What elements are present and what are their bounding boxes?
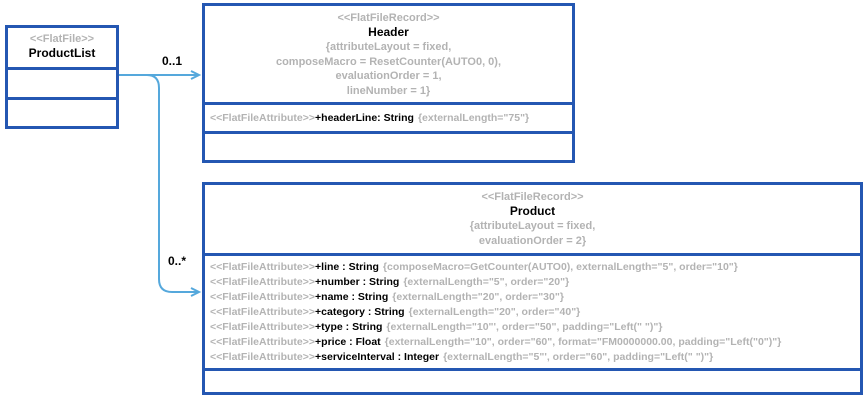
product-property-line: evaluationOrder = 2} <box>478 234 587 247</box>
product-operations-compartment-empty <box>205 368 860 389</box>
attribute-stereotype: <<FlatFileAttribute>> <box>210 351 316 363</box>
attribute-stereotype: <<FlatFileAttribute>> <box>210 336 316 348</box>
attribute-stereotype: <<FlatFileAttribute>> <box>210 291 316 303</box>
product-attributes-compartment: <<FlatFileAttribute>>+line : String{comp… <box>205 253 860 368</box>
header-operations-compartment-empty <box>205 131 572 157</box>
product-stereotype: <<FlatFileRecord>> <box>481 191 584 203</box>
productlist-name: ProductList <box>28 46 96 60</box>
header-property-line: {attributeLayout = fixed, <box>325 41 452 53</box>
productlist-attributes-compartment-empty <box>8 67 116 97</box>
header-stereotype: <<FlatFileRecord>> <box>337 12 440 24</box>
attribute-tagged-values: {composeMacro=GetCounter(AUTO0), externa… <box>382 261 738 273</box>
multiplicity-label-product: 0..* <box>168 254 187 268</box>
attribute-row-name[interactable]: <<FlatFileAttribute>>+name : String{exte… <box>205 290 860 305</box>
attribute-tagged-values: {externalLength="10"', order="50", paddi… <box>386 321 663 333</box>
class-node-product[interactable]: <<FlatFileRecord>> Product {attributeLay… <box>202 182 863 395</box>
multiplicity-label-header: 0..1 <box>162 54 183 68</box>
class-node-header[interactable]: <<FlatFileRecord>> Header {attributeLayo… <box>202 3 575 163</box>
product-title-compartment: <<FlatFileRecord>> Product {attributeLay… <box>205 185 860 253</box>
attribute-row-serviceinterval[interactable]: <<FlatFileAttribute>>+serviceInterval : … <box>205 350 860 365</box>
header-property-line: evaluationOrder = 1, <box>335 70 442 82</box>
product-property-line: {attributeLayout = fixed, <box>469 220 596 232</box>
header-name: Header <box>368 25 409 39</box>
attribute-row-line[interactable]: <<FlatFileAttribute>>+line : String{comp… <box>205 260 860 275</box>
attribute-signature: +headerLine: String <box>315 112 414 124</box>
attribute-signature: +price : Float <box>315 336 381 348</box>
attribute-stereotype: <<FlatFileAttribute>> <box>210 276 316 288</box>
attribute-stereotype: <<FlatFileAttribute>> <box>210 321 316 333</box>
attribute-row-type[interactable]: <<FlatFileAttribute>>+type : String{exte… <box>205 320 860 335</box>
attribute-signature: +type : String <box>315 321 383 333</box>
productlist-title-compartment: <<FlatFile>> ProductList <box>8 28 116 67</box>
attribute-tagged-values: {externalLength="10", order="60", format… <box>384 336 782 348</box>
attribute-tagged-values: {externalLength="20", order="30"} <box>392 291 564 303</box>
attribute-stereotype: <<FlatFileAttribute>> <box>210 306 316 318</box>
edge-productlist-product[interactable] <box>146 74 202 297</box>
header-property-line: composeMacro = ResetCounter(AUTO0, 0), <box>275 55 502 68</box>
attribute-signature: +serviceInterval : Integer <box>315 351 440 363</box>
attribute-signature: +name : String <box>315 291 389 303</box>
attribute-row-headerline[interactable]: <<FlatFileAttribute>>+headerLine: String… <box>205 105 572 131</box>
header-attributes-compartment: <<FlatFileAttribute>>+headerLine: String… <box>205 102 572 131</box>
attribute-tagged-values: {externalLength="75"} <box>417 112 530 124</box>
header-title-compartment: <<FlatFileRecord>> Header {attributeLayo… <box>205 6 572 102</box>
attribute-stereotype: <<FlatFileAttribute>> <box>210 261 316 273</box>
attribute-stereotype: <<FlatFileAttribute>> <box>210 112 316 124</box>
attribute-row-category[interactable]: <<FlatFileAttribute>>+category : String{… <box>205 305 860 320</box>
attribute-row-number[interactable]: <<FlatFileAttribute>>+number : String{ex… <box>205 275 860 290</box>
attribute-signature: +number : String <box>315 276 400 288</box>
product-name: Product <box>509 204 556 218</box>
attribute-row-price[interactable]: <<FlatFileAttribute>>+price : Float{exte… <box>205 335 860 350</box>
attribute-signature: +category : String <box>315 306 405 318</box>
attribute-signature: +line : String <box>315 261 379 273</box>
class-node-productlist[interactable]: <<FlatFile>> ProductList <box>5 25 119 129</box>
productlist-operations-compartment-empty <box>8 97 116 123</box>
header-property-line: lineNumber = 1} <box>346 84 431 97</box>
attribute-tagged-values: {externalLength="20", order="40"} <box>408 306 581 318</box>
attribute-tagged-values: {externalLength="5", order="20"} <box>403 276 570 288</box>
attribute-tagged-values: {externalLength="5"', order="60", paddin… <box>443 351 714 363</box>
productlist-stereotype: <<FlatFile>> <box>29 33 95 45</box>
